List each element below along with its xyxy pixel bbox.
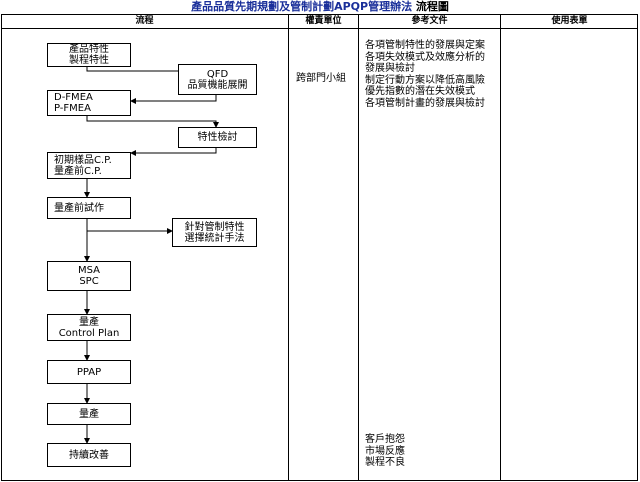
step-text: 產品特性 (69, 44, 109, 55)
step-text: 特性檢討 (197, 132, 238, 143)
doc-line: 優先指數的潛在失效模式 (365, 86, 475, 97)
header-forms: 使用表單 (551, 16, 588, 26)
step-text: Control Plan (58, 327, 120, 339)
step-text: 量產前C.P. (54, 165, 102, 177)
doc-line: 各項管制計畫的發展與檢討 (365, 97, 485, 109)
doc-line: 市場反應 (365, 445, 405, 457)
step-text: SPC (79, 276, 99, 287)
column-divider (288, 14, 289, 481)
step-text: 針對管制特性 (184, 221, 245, 233)
step-text: 量產前試作 (54, 202, 104, 214)
step-text: D-FMEA (54, 92, 93, 103)
header-flow: 流程 (135, 16, 154, 26)
step-text: 品質機能展開 (187, 79, 248, 91)
column-divider (358, 14, 359, 481)
title-main: 產品品質先期規劃及管制計劃APQP管理辦法 (191, 0, 413, 13)
step-pilot-run: 量產前試作 (47, 197, 131, 219)
step-production-control-plan: 量產 Control Plan (47, 314, 131, 341)
step-continuous-improvement: 持續改善 (47, 443, 131, 467)
doc-line: 客戶抱怨 (365, 434, 405, 445)
step-fmea: D-FMEA P-FMEA (47, 90, 131, 116)
reference-docs-top: 各項管制特性的發展與定案 各項失效模式及效應分析的 發展與檢討 制定行動方案以降… (365, 40, 485, 109)
step-text: 量產 (79, 408, 99, 420)
reference-docs-bottom: 客戶抱怨 市場反應 製程不良 (365, 434, 405, 469)
step-characteristics-review: 特性檢討 (178, 127, 257, 148)
step-control-plan-draft: 初期樣品C.P. 量產前C.P. (47, 152, 131, 179)
title-suffix: 流程圖 (415, 0, 449, 13)
step-text: MSA (77, 265, 100, 276)
responsible-unit: 跨部門小組 (296, 73, 346, 84)
header-docs: 參考文件 (411, 16, 448, 26)
doc-line: 各項失效模式及效應分析的 (365, 51, 485, 63)
header-divider (1, 28, 638, 29)
step-text: 製程特性 (69, 55, 109, 66)
step-text: QFD (206, 68, 229, 80)
step-qfd: QFD 品質機能展開 (178, 64, 257, 95)
step-mass-production: 量產 (47, 403, 131, 425)
step-statistical-method: 針對管制特性 選擇統計手法 (172, 218, 257, 247)
step-text: PPAP (76, 366, 102, 378)
step-text: 持續改善 (69, 449, 109, 461)
doc-line: 發展與檢討 (365, 63, 415, 74)
step-text: P-FMEA (54, 103, 91, 114)
header-unit: 權責單位 (305, 16, 342, 26)
flowchart-table (1, 14, 638, 481)
doc-line: 制定行動方案以降低高風險 (365, 74, 485, 86)
step-ppap: PPAP (47, 360, 131, 384)
step-msa-spc: MSA SPC (47, 261, 131, 291)
step-product-process-characteristics: 產品特性 製程特性 (47, 43, 131, 67)
step-text: 選擇統計手法 (184, 232, 245, 244)
doc-line: 製程不良 (365, 457, 405, 468)
column-divider (500, 14, 501, 481)
doc-line: 各項管制特性的發展與定案 (365, 40, 485, 51)
step-text: 初期樣品C.P. (54, 154, 112, 166)
page-title: 產品品質先期規劃及管制計劃APQP管理辦法 流程圖 (0, 0, 640, 14)
step-text: 量產 (79, 316, 99, 328)
